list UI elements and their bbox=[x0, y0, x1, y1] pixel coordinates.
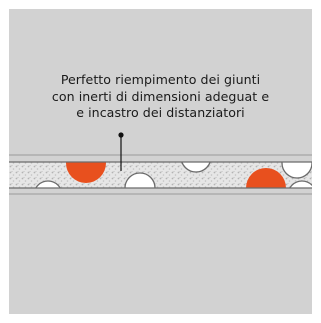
diagram-panel: Perfetto riempimento dei giunti con iner… bbox=[9, 9, 312, 314]
spacer-accent bbox=[66, 162, 106, 183]
spacer-bump bbox=[289, 180, 312, 188]
caption-line-3: e incastro dei distanziatori bbox=[76, 105, 245, 120]
leader-dot bbox=[118, 132, 124, 138]
spacer-bump bbox=[35, 180, 61, 188]
spacer-hanging bbox=[281, 162, 312, 179]
caption-line-2: con inerti di dimensioni adeguat e bbox=[51, 88, 270, 104]
spacer-bump bbox=[124, 172, 156, 188]
caption-line-1: Perfetto riempimento dei giunti bbox=[60, 72, 261, 87]
diagram-caption: Perfetto riempimento dei giunti con iner… bbox=[9, 72, 312, 122]
joint-cross-section bbox=[9, 132, 312, 195]
spacer-accent bbox=[246, 168, 286, 188]
spacer-group bbox=[35, 162, 312, 188]
spacer-hanging bbox=[181, 162, 211, 173]
